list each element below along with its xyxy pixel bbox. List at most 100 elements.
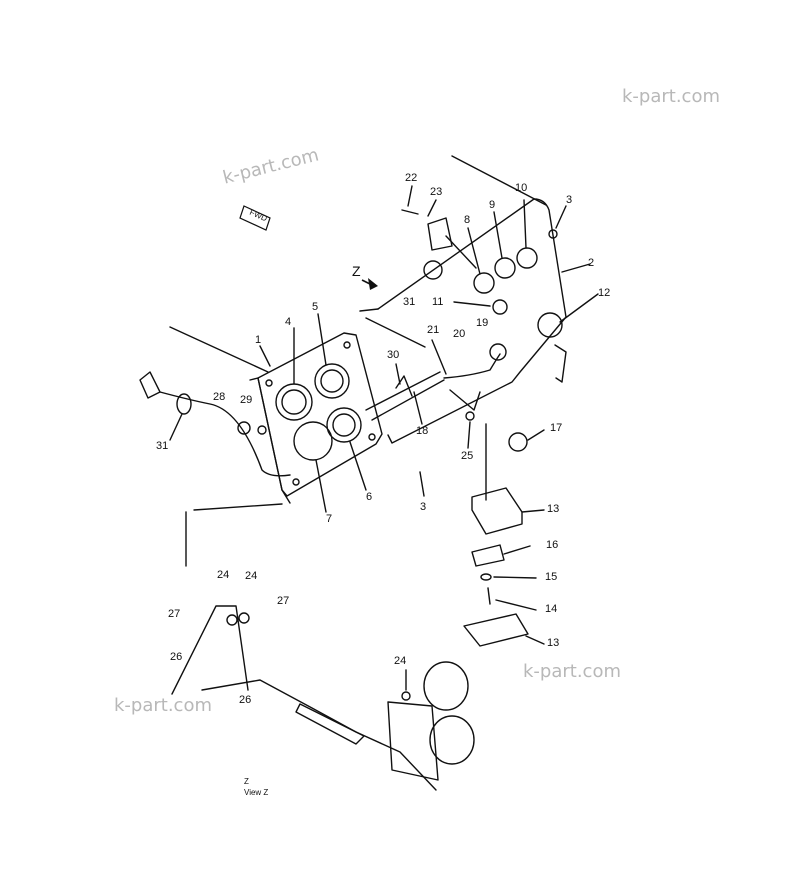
view-caption-z: Z <box>244 777 249 786</box>
clamp-harness <box>449 389 481 411</box>
screw-22 <box>401 209 419 215</box>
leader-10 <box>523 199 527 249</box>
part-number-27: 27 <box>168 608 181 620</box>
leader-9 <box>493 211 503 259</box>
connector-24 <box>226 614 238 626</box>
part-number-23: 23 <box>430 186 443 198</box>
forward-badge-outline <box>239 205 271 231</box>
part-number-26: 26 <box>170 651 183 663</box>
gauge-5 <box>314 363 350 399</box>
leader-25 <box>467 421 471 449</box>
view-arrow-icon <box>368 278 378 290</box>
leader-3b <box>555 205 567 229</box>
leader-8 <box>467 227 481 275</box>
watermark: k-part.com <box>622 86 720 107</box>
part-number-14: 14 <box>545 603 558 615</box>
fuse-box-cover-13 <box>463 613 529 647</box>
part-number-18: 18 <box>416 425 429 437</box>
sensor-31 <box>139 371 161 399</box>
part-number-4: 4 <box>285 316 292 328</box>
part-number-3: 3 <box>420 501 427 513</box>
harness-21 <box>443 353 501 379</box>
leader-11 <box>453 301 491 307</box>
part-number-16: 16 <box>546 539 559 551</box>
leader-23 <box>427 199 437 217</box>
part-number-29: 29 <box>240 394 253 406</box>
washer-29 <box>257 425 267 435</box>
lamp-11 <box>492 299 508 315</box>
leader-17 <box>527 429 545 441</box>
part-number-20: 20 <box>453 328 466 340</box>
fuse-16 <box>471 544 505 567</box>
part-number-9: 9 <box>489 199 496 211</box>
leader-13b <box>525 635 545 645</box>
tube-30 <box>365 371 445 421</box>
washer-15 <box>480 573 492 581</box>
bottom-frame <box>193 503 283 511</box>
gauge-panel <box>257 332 383 497</box>
watermark: k-part.com <box>523 661 621 682</box>
view-z-tube <box>295 703 365 745</box>
leader-2 <box>561 263 591 273</box>
leader-18 <box>413 391 423 425</box>
grommet-31 <box>176 393 192 415</box>
connector-24 <box>238 612 250 624</box>
switch-10 <box>516 247 538 269</box>
switch-9 <box>494 257 516 279</box>
part-number-24: 24 <box>245 570 258 582</box>
grommet-19 <box>489 343 507 361</box>
part-number-13: 13 <box>547 503 560 515</box>
view-z-rail <box>201 679 437 791</box>
part-number-13: 13 <box>547 637 560 649</box>
part-number-8: 8 <box>464 214 471 226</box>
center-panel-edge <box>365 317 426 348</box>
leader-22 <box>407 185 413 207</box>
bracket-top-edge <box>359 308 379 312</box>
leader-21 <box>431 339 447 375</box>
leader-14 <box>495 599 537 611</box>
view-z-panel <box>387 701 439 781</box>
part-number-31: 31 <box>156 440 169 452</box>
nut-28 <box>237 421 251 435</box>
part-number-22: 22 <box>405 172 418 184</box>
part-number-25: 25 <box>461 450 474 462</box>
relay-22 <box>427 217 453 251</box>
part-number-24: 24 <box>394 655 407 667</box>
part-number-28: 28 <box>213 391 226 403</box>
part-number-19: 19 <box>476 317 489 329</box>
view-z-gauge <box>423 661 469 711</box>
right-bracket-plate <box>377 198 567 444</box>
part-number-31: 31 <box>403 296 416 308</box>
view-z-bracket <box>171 605 249 695</box>
bolt-14 <box>487 587 491 605</box>
leader-16 <box>503 545 531 555</box>
fuse-box-13 <box>471 487 523 535</box>
leader-6 <box>349 441 367 491</box>
leader-15 <box>493 576 537 579</box>
view-arrow-label: Z <box>352 263 361 279</box>
gauge-4-face <box>281 389 307 415</box>
key-switch-12 <box>537 312 563 338</box>
relay-wire <box>445 235 477 269</box>
leader-1 <box>259 345 271 367</box>
part-number-5: 5 <box>312 301 319 313</box>
part-number-27: 27 <box>277 595 290 607</box>
leader-12 <box>559 293 599 323</box>
leader-5 <box>317 313 327 366</box>
cap-17 <box>508 432 528 452</box>
leader-30 <box>395 363 401 385</box>
upper-panel-edge <box>451 155 547 206</box>
leader-7 <box>315 459 327 513</box>
watermark: k-part.com <box>114 695 212 716</box>
connector-31 <box>423 260 443 280</box>
part-number-6: 6 <box>366 491 373 503</box>
part-number-17: 17 <box>550 422 563 434</box>
part-number-30: 30 <box>387 349 400 361</box>
part-number-3: 3 <box>566 194 573 206</box>
part-number-24: 24 <box>217 569 230 581</box>
leader-13 <box>521 509 545 513</box>
panel-screw <box>265 379 273 387</box>
part-number-26: 26 <box>239 694 252 706</box>
switch-8 <box>473 272 495 294</box>
